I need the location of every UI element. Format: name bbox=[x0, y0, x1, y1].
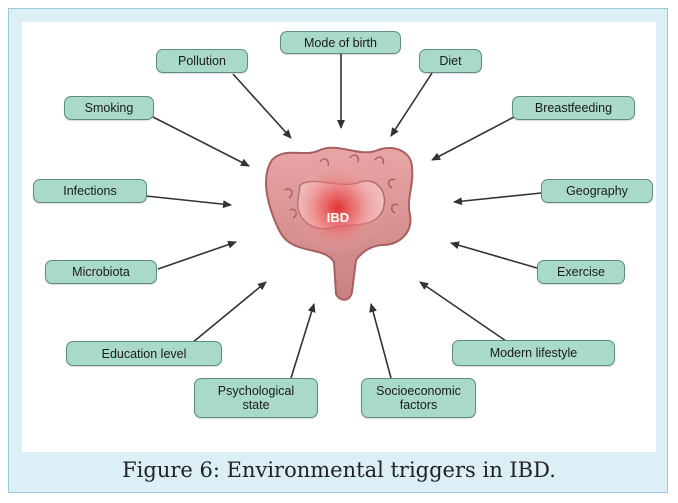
label-infections: Infections bbox=[33, 179, 147, 203]
figure-caption: Figure 6: Environmental triggers in IBD. bbox=[0, 458, 678, 482]
ibd-center-label: IBD bbox=[327, 210, 349, 225]
label-smoking: Smoking bbox=[64, 96, 154, 120]
label-geography: Geography bbox=[541, 179, 653, 203]
label-socioeconomic-factors: Socioeconomic factors bbox=[361, 378, 476, 418]
label-diet: Diet bbox=[419, 49, 482, 73]
label-psychological-state: Psychological state bbox=[194, 378, 318, 418]
label-breastfeeding: Breastfeeding bbox=[512, 96, 635, 120]
label-education-level: Education level bbox=[66, 341, 222, 366]
label-modern-lifestyle: Modern lifestyle bbox=[452, 340, 615, 366]
label-pollution: Pollution bbox=[156, 49, 248, 73]
label-exercise: Exercise bbox=[537, 260, 625, 284]
label-mode-of-birth: Mode of birth bbox=[280, 31, 401, 54]
label-microbiota: Microbiota bbox=[45, 260, 157, 284]
